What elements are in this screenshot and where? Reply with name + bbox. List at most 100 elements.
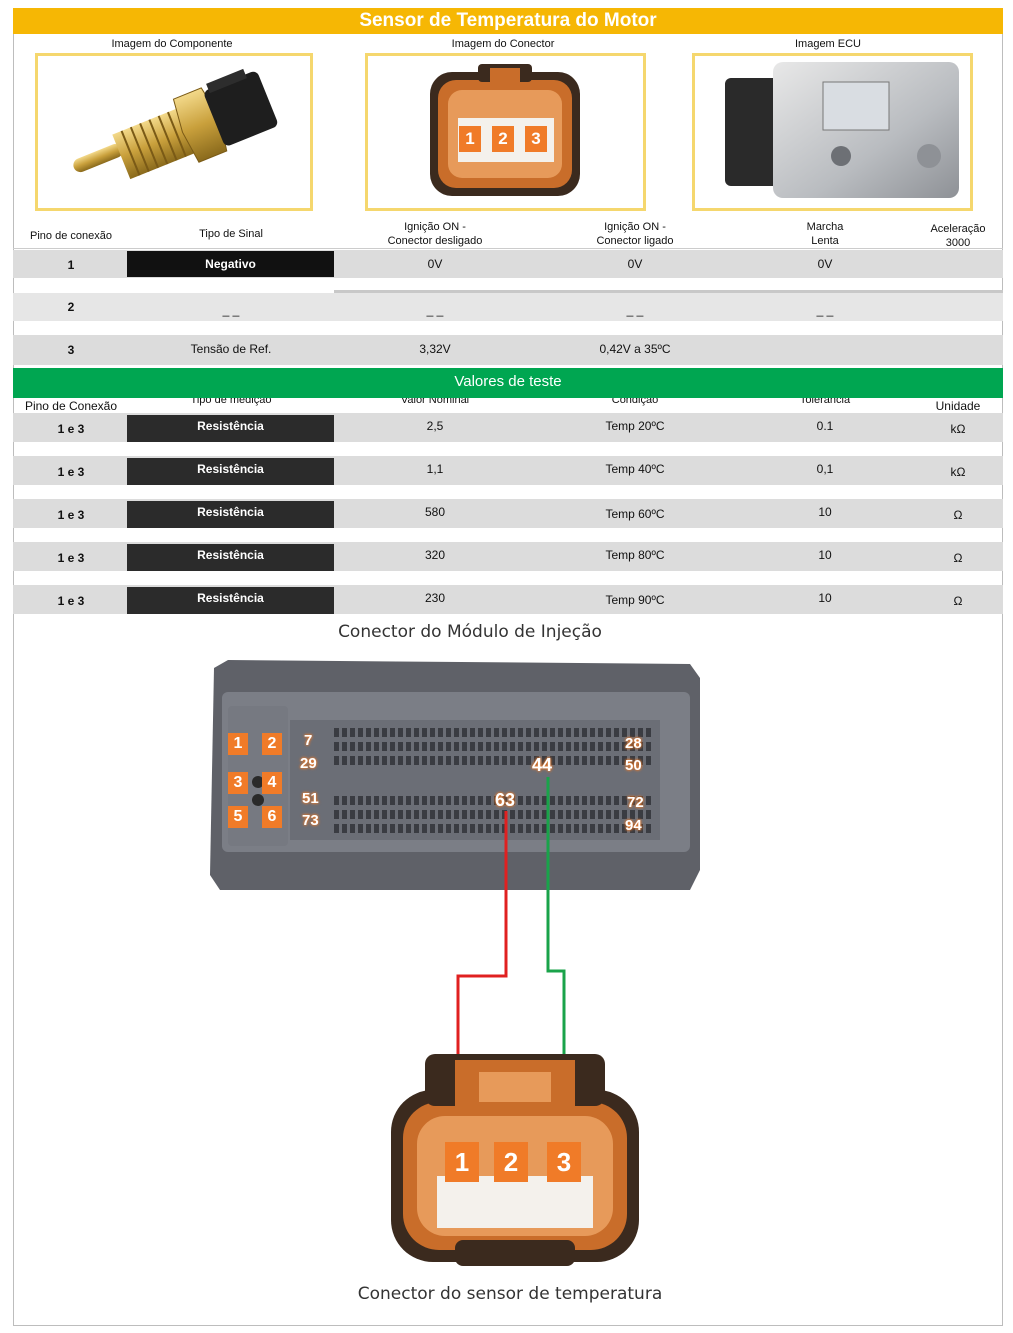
ecu-pin-socket (422, 756, 427, 765)
ecu-pin-3: 3 (228, 772, 248, 794)
ecu-pin-socket (374, 742, 379, 751)
test-tolerance: 10 (818, 591, 832, 605)
ecu-pin-socket (406, 796, 411, 805)
ecu-pin-socket (374, 824, 379, 833)
ecu-pin-4: 4 (262, 772, 282, 794)
ecu-pin-socket (438, 810, 443, 819)
ecu-pin-socket (606, 796, 611, 805)
ecu-pin-socket (382, 742, 387, 751)
ecu-pin-socket (446, 742, 451, 751)
ecu-pin-socket (350, 810, 355, 819)
ecu-pin-socket (566, 728, 571, 737)
ecu-pin-socket (358, 824, 363, 833)
ecu-pin-socket (590, 824, 595, 833)
ecu-pin-socket (542, 810, 547, 819)
ecu-pin-socket (358, 756, 363, 765)
ecu-pin-socket (518, 742, 523, 751)
ecu-pin-socket (598, 796, 603, 805)
ecu-pin-socket (454, 824, 459, 833)
signal-row: 3 Tensão de Ref. 3,32V 0,42V a 35ºC (13, 335, 1003, 365)
ecu-pin-socket (526, 728, 531, 737)
signal-ign-off: 3,32V (419, 342, 451, 356)
connector-image-caption: Imagem do Conector (451, 38, 555, 50)
ecu-pin-socket (390, 742, 395, 751)
ecu-pin-socket (566, 810, 571, 819)
ecu-pin-socket (526, 742, 531, 751)
ecu-pin-1: 1 (228, 733, 248, 755)
ecu-pin-socket (502, 796, 507, 805)
ecu-pin-socket (430, 810, 435, 819)
ecu-pin-socket (342, 728, 347, 737)
ecu-pin-socket (638, 742, 643, 751)
ecu-pin-socket (558, 756, 563, 765)
component-image (35, 53, 313, 211)
ecu-pin-socket (542, 742, 547, 751)
ecu-pin-socket (462, 728, 467, 737)
test-tolerance: 0,1 (816, 462, 834, 476)
ecu-pin-socket (462, 796, 467, 805)
ecu-pin-socket (614, 796, 619, 805)
test-condition: Temp 60ºC (605, 507, 665, 521)
ecu-pin-socket (374, 728, 379, 737)
ecu-pin-socket (622, 728, 627, 737)
signal-type: _ _ (222, 303, 240, 317)
ecu-pin-socket (478, 810, 483, 819)
ecu-pin-socket (446, 796, 451, 805)
ecu-pin-socket (366, 824, 371, 833)
ecu-pin-socket (462, 756, 467, 765)
ecu-pin-socket (422, 824, 427, 833)
ecu-pin-socket (486, 810, 491, 819)
ecu-pin-socket (582, 810, 587, 819)
signal-pin: 1 (67, 258, 75, 272)
ecu-pin-2: 2 (262, 733, 282, 755)
ecu-pin-socket (582, 728, 587, 737)
ecu-pin-socket (358, 810, 363, 819)
test-unit: kΩ (950, 465, 966, 479)
ecu-pin-socket (534, 756, 539, 765)
ecu-pin-socket (454, 796, 459, 805)
signal-ign-off: _ _ (426, 303, 444, 317)
ecu-pin-socket (462, 810, 467, 819)
ecu-pin-socket (590, 810, 595, 819)
test-pin: 1 e 3 (57, 508, 85, 522)
test-pin: 1 e 3 (57, 422, 85, 436)
test-row: 1 e 3 Resistência 580 Temp 60ºC 10 Ω (13, 499, 1003, 528)
ecu-pin-socket (486, 756, 491, 765)
ecu-pin-socket (550, 796, 555, 805)
signal-type: Tensão de Ref. (190, 342, 272, 356)
ecu-pin-socket (566, 742, 571, 751)
ecu-pin-socket (374, 796, 379, 805)
ecu-pin-socket (542, 756, 547, 765)
ecu-pin-socket (622, 810, 627, 819)
ecu-pin-socket (438, 796, 443, 805)
signal-row: 1 Negativo 0V 0V 0V (13, 250, 1003, 278)
ecu-pin-socket (510, 728, 515, 737)
ecu-pin-6: 6 (262, 806, 282, 828)
ecu-pin-socket (406, 742, 411, 751)
ecu-pin-socket (470, 810, 475, 819)
test-type: Resistência (127, 458, 334, 485)
signal-pin: 3 (67, 343, 75, 357)
ecu-pin-socket (518, 824, 523, 833)
ecu-pin-socket (510, 824, 515, 833)
ecu-label-73: 73 (302, 812, 319, 829)
ecu-pin-socket (478, 756, 483, 765)
ecu-pin-socket (550, 728, 555, 737)
ecu-pin-socket (558, 810, 563, 819)
ecu-pin-socket (350, 756, 355, 765)
ecu-pin-socket (518, 810, 523, 819)
test-row: 1 e 3 Resistência 1,1 Temp 40ºC 0,1 kΩ (13, 456, 1003, 485)
ecu-pin-socket (390, 824, 395, 833)
ecu-pin-socket (574, 756, 579, 765)
ecu-pin-socket (638, 810, 643, 819)
ecu-pin-socket (646, 728, 651, 737)
ecu-pin-socket (494, 756, 499, 765)
test-tolerance: 0.1 (816, 419, 834, 433)
signal-type: Negativo (127, 251, 334, 277)
ecu-pin-socket (566, 796, 571, 805)
ecu-pin-socket (558, 796, 563, 805)
ecu-pin-socket (502, 742, 507, 751)
ecu-pin-socket (502, 728, 507, 737)
ecu-label-7: 7 (304, 732, 313, 749)
ecu-pin-socket (526, 756, 531, 765)
